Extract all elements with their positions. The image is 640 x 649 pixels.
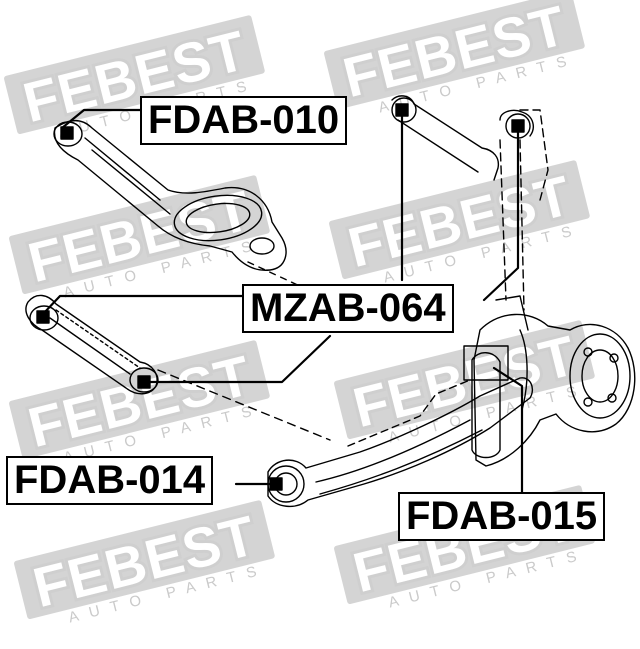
trailing-arm xyxy=(267,377,534,507)
part-label-fdab-010: FDAB-010 xyxy=(140,96,348,145)
leader-lines xyxy=(41,108,524,494)
part-label-fdab-014: FDAB-014 xyxy=(6,456,214,505)
part-label-fdab-015: FDAB-015 xyxy=(398,492,606,541)
part-label-mzab-064: MZAB-064 xyxy=(242,284,454,333)
upper-control-arm xyxy=(53,119,331,301)
upper-link-arm xyxy=(391,95,549,311)
wheel-knuckle xyxy=(463,295,636,467)
bushing-fdab-010 xyxy=(53,121,83,147)
